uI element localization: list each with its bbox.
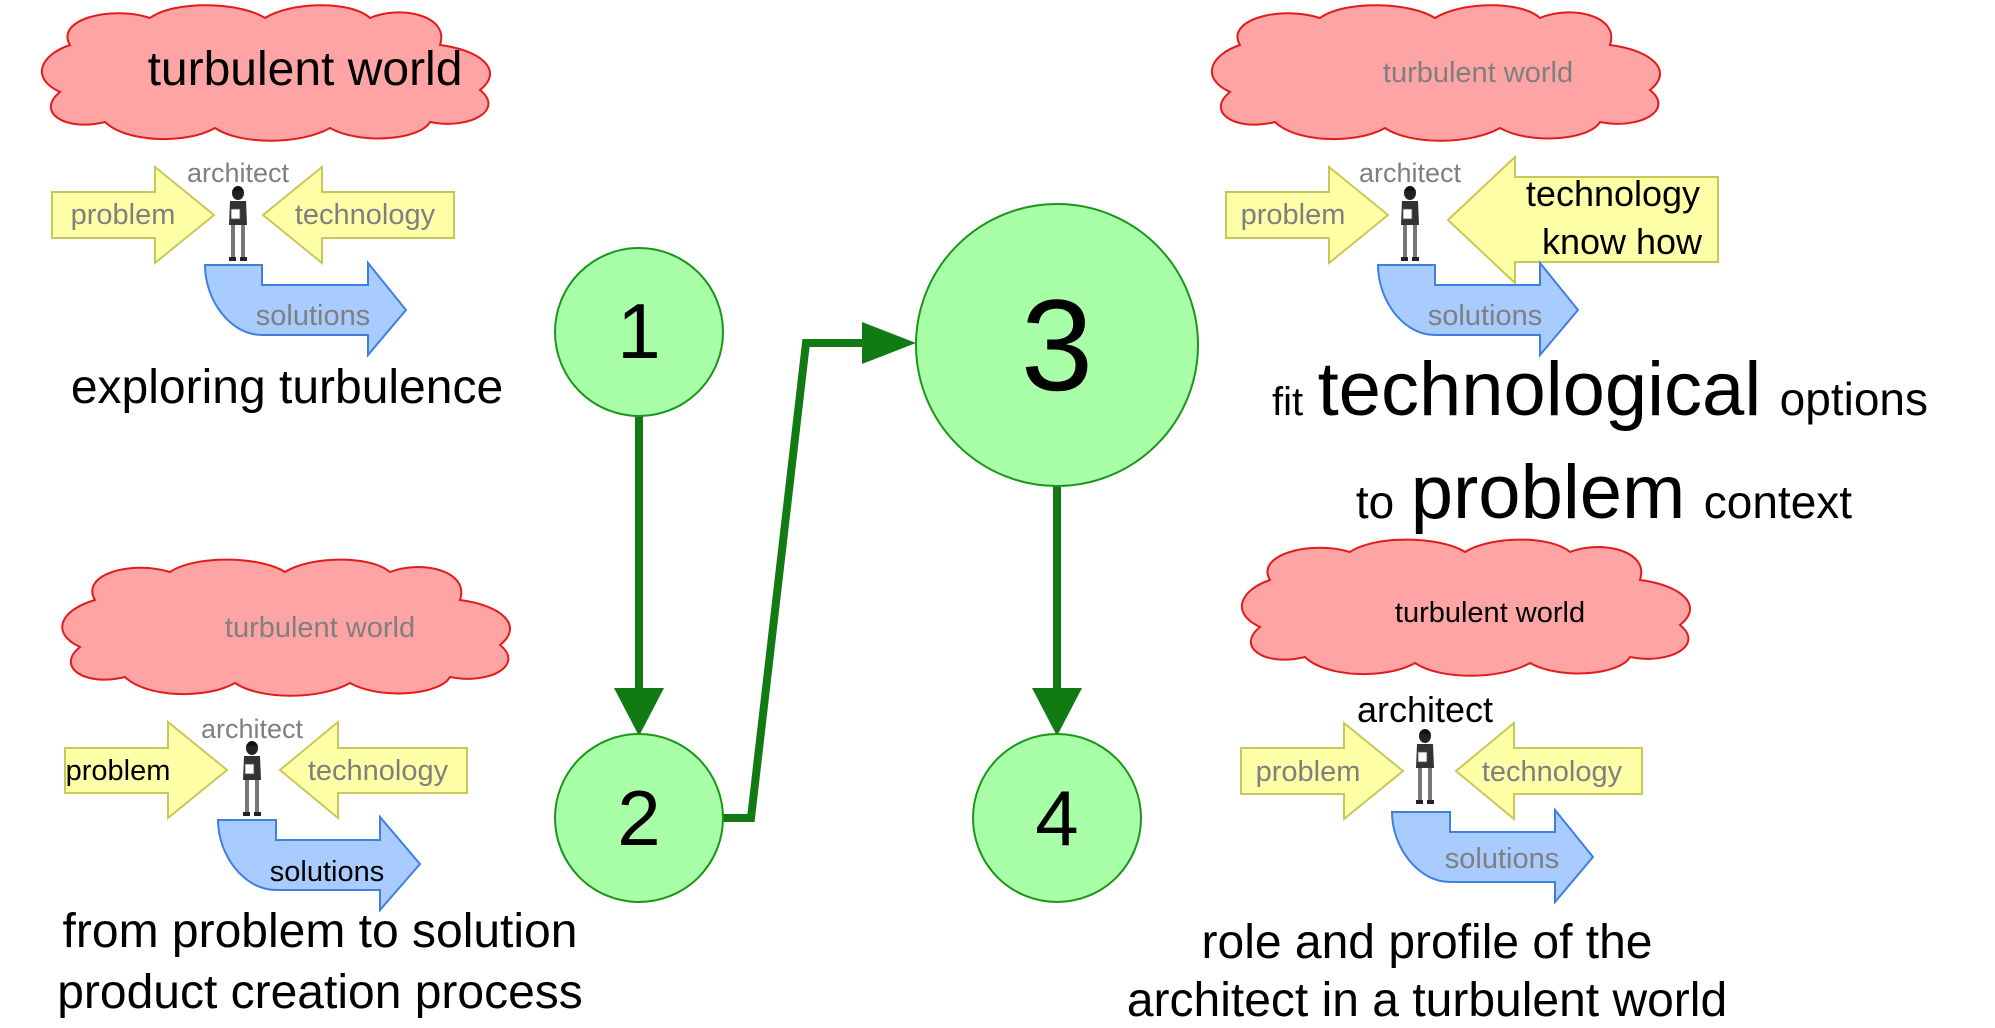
turbulent-world-cloud (1240, 538, 1691, 677)
node-label: 4 (1035, 774, 1078, 862)
technology-label: technology (1482, 756, 1623, 788)
problem-arrow (1225, 164, 1390, 266)
caption-context: context (1704, 476, 1853, 528)
architect-label: architect (1357, 689, 1493, 730)
caption-line-2: to problem context (1356, 450, 1852, 535)
problem-label: problem (1256, 756, 1361, 788)
architect-label: architect (201, 714, 304, 744)
node-circle (915, 203, 1199, 487)
technology-label: technology (308, 755, 449, 787)
problem-arrow (64, 719, 229, 821)
caption-technological: technological (1318, 347, 1762, 432)
solutions-arrow (1376, 260, 1580, 358)
arrow-2-to-3 (722, 339, 872, 822)
architect-icon (1415, 728, 1435, 805)
node-3: 3 (915, 203, 1199, 487)
cloud-label: turbulent world (1395, 597, 1585, 629)
problem-arrow (1240, 720, 1405, 822)
technology-arrow (1454, 720, 1643, 822)
architect-icon (242, 740, 262, 817)
technology-know-how-arrow (1446, 154, 1719, 286)
node-4: 4 (972, 733, 1142, 903)
panel-1: turbulent world architect problem techno… (40, 4, 503, 414)
arrow-2-to-3-head (862, 322, 916, 364)
caption-to: to (1356, 476, 1394, 528)
technology-arrow (261, 164, 455, 266)
cloud-label: turbulent world (1383, 57, 1573, 89)
architect-icon (228, 185, 248, 262)
caption-fit: fit (1272, 380, 1303, 424)
caption-problem: problem (1411, 450, 1686, 535)
architect-label: architect (1359, 158, 1462, 188)
solutions-label: solutions (270, 856, 384, 888)
node-circle (554, 733, 724, 903)
turbulent-world-cloud (61, 558, 511, 697)
caption-line-2: product creation process (57, 966, 583, 1019)
panel-4: turbulent world architect problem techno… (1127, 538, 1727, 1027)
arrow-3-to-4-head (1032, 688, 1082, 736)
turbulent-world-cloud (1210, 4, 1661, 142)
solutions-arrow (1390, 807, 1595, 905)
panel-2: turbulent world architect problem techno… (57, 558, 583, 1019)
technology-arrow (278, 719, 468, 821)
caption-line-1: from problem to solution (63, 905, 578, 958)
solutions-label: solutions (256, 300, 370, 332)
turbulent-world-cloud (40, 4, 491, 142)
technology-label: technology (1526, 173, 1700, 214)
caption-options: options (1780, 373, 1928, 425)
node-2: 2 (554, 733, 724, 903)
architect-icon (1400, 185, 1420, 262)
solutions-arrow (203, 260, 408, 358)
solutions-label: solutions (1445, 843, 1559, 875)
node-circle (972, 733, 1142, 903)
node-label: 2 (617, 774, 660, 862)
problem-label: problem (1241, 199, 1346, 231)
panel-3: turbulent world architect problem techno… (1210, 4, 1928, 535)
node-label: 3 (1021, 272, 1093, 418)
cloud-label: turbulent world (148, 43, 463, 96)
caption-line-1: fit technological options (1272, 347, 1928, 432)
flow-arrows (614, 322, 1082, 822)
arrow-1-to-2-head (614, 688, 664, 736)
problem-label: problem (71, 199, 176, 231)
caption-exploring-turbulence: exploring turbulence (71, 361, 503, 414)
node-label: 1 (617, 287, 660, 375)
node-circle (554, 247, 724, 417)
node-1: 1 (554, 247, 724, 417)
problem-arrow (51, 164, 216, 266)
caption-line-1: role and profile of the (1202, 916, 1653, 969)
cloud-label: turbulent world (225, 612, 415, 644)
solutions-arrow (216, 814, 422, 913)
problem-label: problem (66, 755, 171, 787)
know-how-label: know how (1542, 221, 1703, 262)
solutions-label: solutions (1428, 300, 1542, 332)
architect-label: architect (187, 158, 290, 188)
technology-label: technology (295, 199, 436, 231)
caption-line-2: architect in a turbulent world (1127, 974, 1727, 1027)
